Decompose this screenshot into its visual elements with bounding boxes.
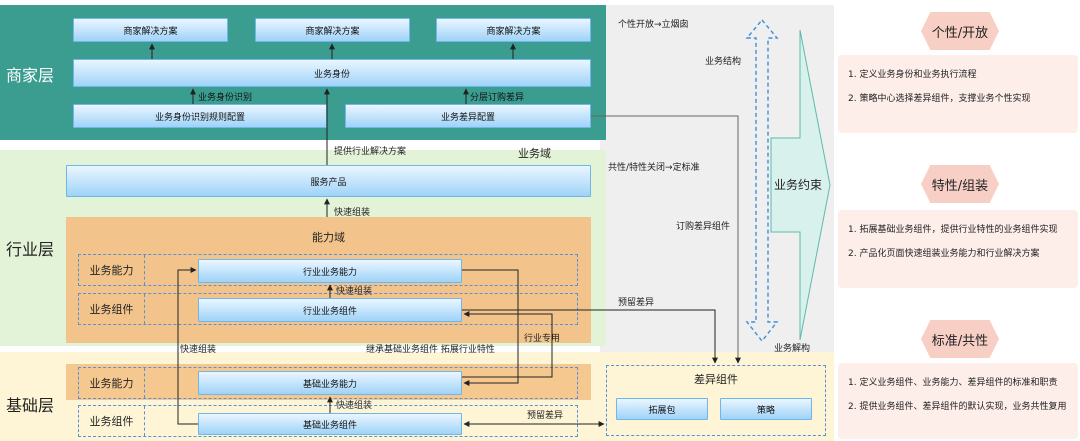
quick-assemble-left-label: 快速组装	[180, 345, 217, 355]
common-close-label: 共性/特性关闭→定标准	[608, 163, 700, 173]
diff-component-title: 差异组件	[694, 373, 738, 386]
extension-pack-box: 拓展包	[616, 398, 708, 420]
merchant-layer-title: 商家层	[6, 66, 55, 85]
industry-component-row-label: 业务组件	[79, 294, 145, 324]
card-line: 2. 提供业务组件、差异组件的默认实现，业务共性复用	[848, 402, 1067, 412]
industry-only-label: 行业专用	[524, 334, 561, 344]
base-layer-title: 基础层	[6, 396, 55, 415]
quick-assemble-label: 快速组装	[334, 208, 371, 218]
personal-open-hex: 个性/开放	[921, 12, 999, 50]
industry-component-row	[78, 293, 578, 325]
industry-capability-row-label: 业务能力	[79, 255, 145, 285]
business-structure-label: 业务结构	[705, 57, 742, 67]
reserve-diff-label: 预留差异	[618, 298, 655, 308]
card-line: 2. 策略中心选择差异组件，支撑业务个性实现	[848, 94, 1031, 104]
base-capability-row-label: 业务能力	[79, 368, 145, 398]
merchant-solution-box: 商家解决方案	[255, 18, 410, 42]
identity-recognition-label: 业务身份识别	[198, 93, 253, 103]
provide-solution-label: 提供行业解决方案	[334, 147, 407, 157]
merchant-solution-box: 商家解决方案	[436, 18, 591, 42]
base-reserve-diff-label: 预留差异	[527, 411, 564, 421]
business-diff-config-box: 业务差异配置	[345, 104, 591, 128]
subscribe-diff-label: 订购差异组件	[676, 222, 731, 232]
base-capability-box: 基础业务能力	[198, 371, 462, 395]
base-component-box: 基础业务组件	[198, 413, 462, 435]
business-identity-box: 业务身份	[73, 59, 591, 87]
feature-assemble-card: 1. 拓展基础业务组件，提供行业特性的业务组件实现 2. 产品化页面快速组装业务…	[838, 210, 1078, 288]
inherit-extend-label: 继承基础业务组件 拓展行业特性	[366, 345, 495, 355]
quick-assemble-label-2: 快速组装	[336, 287, 373, 297]
tiered-subscription-label: 分层订购差异	[470, 93, 525, 103]
base-quick-assemble-label: 快速组装	[336, 401, 373, 411]
card-line: 1. 拓展基础业务组件，提供行业特性的业务组件实现	[848, 225, 1058, 235]
feature-assemble-hex: 特性/组装	[921, 165, 999, 203]
business-deconstruct-label: 业务解构	[774, 344, 811, 354]
industry-capability-box: 行业业务能力	[198, 259, 462, 283]
business-constraint-label: 业务约束	[774, 178, 823, 192]
capability-domain-title: 能力域	[312, 231, 345, 244]
card-line: 2. 产品化页面快速组装业务能力和行业解决方案	[848, 249, 1040, 259]
standard-common-hex: 标准/共性	[921, 320, 999, 358]
personal-open-label: 个性开放→立烟囱	[618, 20, 689, 30]
personal-open-card: 1. 定义业务身份和业务执行流程 2. 策略中心选择差异组件，支撑业务个性实现	[838, 55, 1078, 133]
base-component-row-label: 业务组件	[79, 406, 145, 436]
service-product-box: 服务产品	[66, 165, 591, 197]
business-domain-label: 业务域	[518, 147, 551, 160]
merchant-solution-box: 商家解决方案	[73, 18, 228, 42]
identity-rule-config-box: 业务身份识别规则配置	[73, 104, 327, 128]
card-line: 1. 定义业务组件、业务能力、差异组件的标准和职责	[848, 378, 1058, 388]
card-line: 1. 定义业务身份和业务执行流程	[848, 70, 977, 80]
standard-common-card: 1. 定义业务组件、业务能力、差异组件的标准和职责 2. 提供业务组件、差异组件…	[838, 363, 1078, 439]
strategy-box: 策略	[720, 398, 812, 420]
industry-layer-title: 行业层	[6, 240, 55, 259]
industry-component-box: 行业业务组件	[198, 298, 462, 322]
